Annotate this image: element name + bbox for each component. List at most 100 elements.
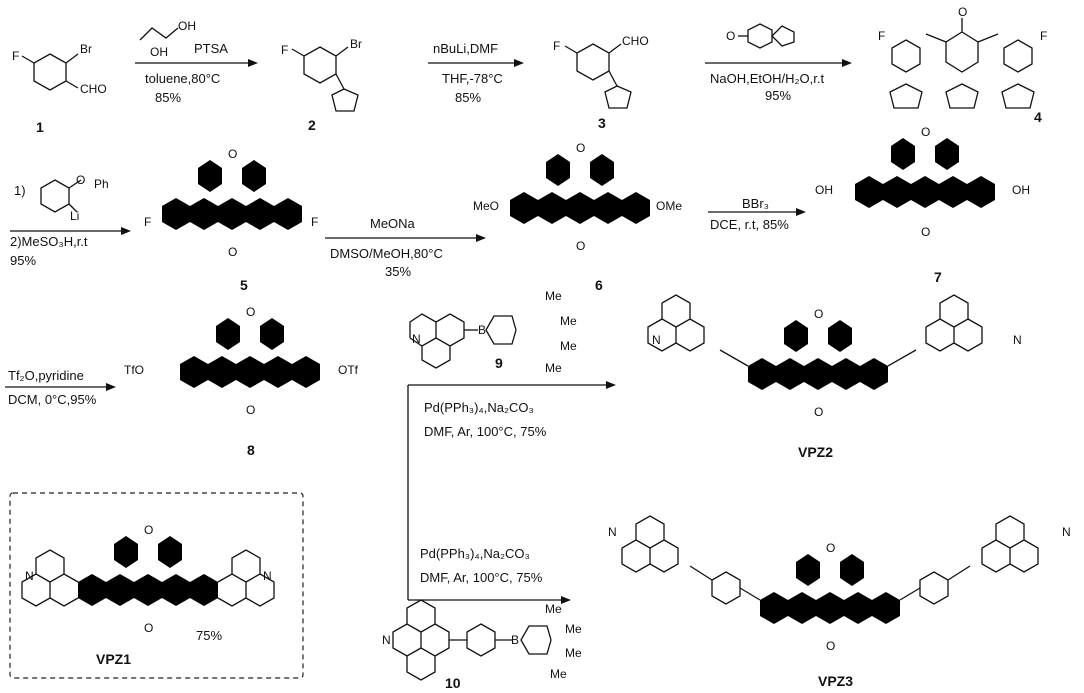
compound-6-structure [510,146,650,236]
conditions-r9-line1: Pd(PPh₃)₄,Na₂CO₃ [420,546,530,561]
arrow-7 [5,383,116,391]
atom-f: F [553,39,560,53]
compound-5-structure [162,152,302,242]
compound-7-label: 7 [934,269,942,285]
phenoxy-lithium-structure [40,179,82,213]
compound-8-label: 8 [247,442,255,458]
vpz1-structure [21,528,275,618]
atom-cho: CHO [80,82,107,96]
atom-otf: OTf [338,363,359,377]
compound-7-structure [855,130,995,220]
atom-oh: OH [178,19,196,33]
cyclohexanedione-ketal-structure [738,23,795,49]
atom-me: Me [545,602,562,616]
atom-oh: OH [1012,183,1030,197]
atom-o: O [921,225,930,239]
conditions-r1: toluene,80°C [145,71,220,86]
atom-me: Me [565,646,582,660]
arrow-2 [428,59,524,67]
atom-f: F [878,29,885,43]
atom-f: F [1040,29,1047,43]
step1-r4: 1) [14,183,26,198]
arrow-1 [135,59,258,67]
atom-me: Me [565,622,582,636]
atom-n: N [1062,525,1071,539]
arrow-6 [708,208,806,216]
vpz1-yield: 75% [196,628,222,643]
atom-cho: CHO [622,34,649,48]
atom-o: O [246,305,255,319]
atom-o: O [726,29,735,43]
atom-o: O [246,403,255,417]
ethylene-glycol-structure [139,27,179,41]
atom-o: O [958,5,967,19]
atom-ome: OMe [656,199,682,213]
atom-o: O [921,125,930,139]
vpz3-label: VPZ3 [818,673,853,689]
atom-o: O [826,541,835,555]
compound-3-structure [564,43,632,109]
vpz1-label: VPZ1 [96,651,131,667]
atom-o: O [144,523,153,537]
atom-n: N [652,333,661,347]
conditions-r7: DCM, 0°C,95% [8,392,97,407]
compound-10-structure [392,599,552,681]
atom-n: N [1013,333,1022,347]
step2-r4: 2)MeSO₃H,r.t [10,234,88,249]
arrow-4 [10,227,131,235]
atom-tfo: TfO [124,363,144,377]
vpz2-label: VPZ2 [798,444,833,460]
atom-b: B [511,633,519,647]
compound-2-label: 2 [308,117,316,133]
compound-8-structure [180,310,320,400]
atom-me: Me [560,314,577,328]
compound-1-structure [21,53,79,91]
atom-me: Me [545,289,562,303]
conditions-r8-line2: DMF, Ar, 100°C, 75% [424,424,547,439]
atom-ph: Ph [94,177,109,191]
yield-r3: 95% [765,88,791,103]
atom-o: O [228,147,237,161]
atom-o: O [814,405,823,419]
compound-3-label: 3 [598,115,606,131]
compound-2-structure [291,46,359,112]
atom-f: F [144,215,151,229]
reagent-r2: nBuLi,DMF [433,41,498,56]
atom-n: N [412,332,421,346]
atom-n: N [263,569,272,583]
atom-o: O [576,141,585,155]
atom-o: O [76,173,85,187]
reagent-r6: BBr₃ [742,196,769,211]
branch-arrows [407,381,616,604]
conditions-r8-line1: Pd(PPh₃)₄,Na₂CO₃ [424,400,534,415]
compound-6-label: 6 [595,277,603,293]
compound-9-label: 9 [495,355,503,371]
atom-br: Br [80,42,92,56]
atom-n: N [25,569,34,583]
atom-o: O [826,639,835,653]
compound-4-structure [889,18,1035,109]
atom-f: F [12,49,19,63]
atom-oh: OH [815,183,833,197]
yield-r2: 85% [455,90,481,105]
vpz2-structure [719,312,917,402]
yield-r1: 85% [155,90,181,105]
atom-oh: OH [150,45,168,59]
conditions-r2: THF,-78°C [442,71,503,86]
vpz3-structure [689,546,971,636]
compound-10-label: 10 [445,675,461,691]
compound-4-label: 4 [1034,109,1042,125]
vpz2-julolidine-left [647,294,705,352]
vpz1-box [9,492,304,679]
reagent-r7: Tf₂O,pyridine [8,368,84,383]
atom-me: Me [550,667,567,681]
atom-me: Me [545,361,562,375]
atom-n: N [382,633,391,647]
vpz3-julolidine-right [981,515,1039,573]
atom-f: F [281,43,288,57]
compound-1-label: 1 [36,119,44,135]
atom-li: Li [70,209,79,223]
vpz3-julolidine-left [621,515,679,573]
